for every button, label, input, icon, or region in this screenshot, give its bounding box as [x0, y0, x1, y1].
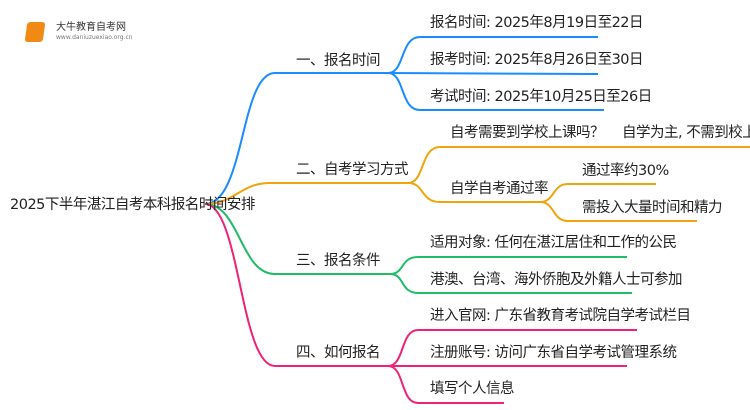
node-register-account[interactable]: 注册账号: 访问广东省自学考试管理系统	[430, 345, 677, 361]
branch-registration-time[interactable]: 一、报名时间	[296, 53, 381, 69]
node-self-study-answer[interactable]: 自学为主, 不需到校上课	[622, 125, 750, 141]
branch-4-lines	[204, 203, 637, 404]
node-apply-time[interactable]: 报考时间: 2025年8月26日至30日	[430, 52, 644, 68]
branch-1-lines	[204, 36, 604, 205]
branch-2-lines	[204, 146, 750, 222]
node-pass-rate[interactable]: 自学自考通过率	[450, 181, 549, 197]
node-signup-time[interactable]: 报名时间: 2025年8月19日至22日	[430, 15, 644, 31]
node-eligible-overseas[interactable]: 港澳、台湾、海外侨胞及外籍人士可参加	[430, 272, 683, 288]
node-fill-info[interactable]: 填写个人信息	[430, 381, 515, 397]
logo: 大牛教育自考网 www.daniuzuexiao.org.cn	[18, 14, 133, 44]
node-visit-site[interactable]: 进入官网: 广东省教育考试院自学考试栏目	[430, 308, 691, 324]
logo-url: www.daniuzuexiao.org.cn	[56, 34, 133, 41]
branch-study-method[interactable]: 二、自考学习方式	[296, 162, 409, 178]
node-time-effort[interactable]: 需投入大量时间和精力	[582, 200, 723, 216]
branch-how-to-register[interactable]: 四、如何报名	[296, 345, 381, 361]
node-eligible-residents[interactable]: 适用对象: 任何在湛江居住和工作的公民	[430, 235, 677, 251]
logo-name: 大牛教育自考网	[56, 22, 126, 33]
branch-3-lines	[204, 203, 632, 294]
node-exam-time[interactable]: 考试时间: 2025年10月25日至26日	[430, 89, 652, 105]
node-attend-school-question[interactable]: 自考需要到学校上课吗？	[450, 125, 605, 141]
node-pass-rate-30[interactable]: 通过率约30%	[582, 163, 669, 179]
branch-conditions[interactable]: 三、报名条件	[296, 253, 381, 269]
root-topic[interactable]: 2025下半年湛江自考本科报名时间安排	[10, 197, 255, 213]
